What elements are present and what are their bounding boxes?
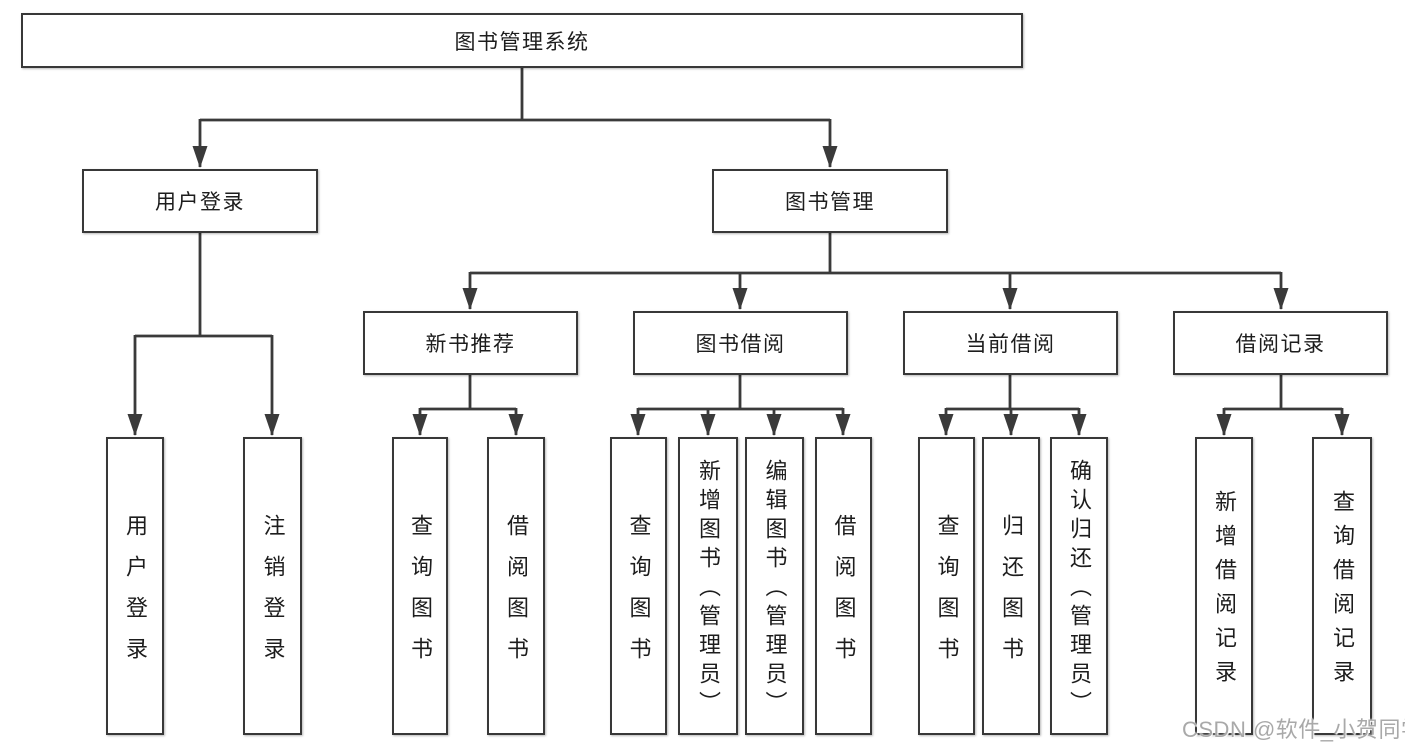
node-new-book-recommend: 新书推荐: [363, 311, 578, 375]
node-label: 用户登录: [155, 191, 245, 214]
connector-current-bus: [946, 375, 1079, 411]
node-user-login: 用户登录: [82, 169, 318, 233]
leaf-records-add-record: 新增借阅记录: [1195, 437, 1253, 735]
leaf-logout-login: 注销登录: [243, 437, 302, 735]
csdn-watermark: CSDN @软件_小贺同学: [1182, 717, 1405, 742]
node-label: 查询图书: [934, 513, 960, 678]
leaf-records-query-record: 查询借阅记录: [1312, 437, 1372, 735]
node-label: 借阅图书: [504, 513, 529, 678]
leaf-borrowing-borrow-books: 借阅图书: [815, 437, 872, 735]
leaf-current-confirm-return-admin: 确认归还（管理员）: [1050, 437, 1108, 735]
node-label: 查询图书: [626, 513, 652, 678]
leaf-borrowing-edit-books-admin: 编辑图书（管理员）: [745, 437, 804, 735]
node-borrowing-records: 借阅记录: [1173, 311, 1388, 375]
node-label: 查询图书: [408, 513, 433, 678]
node-label: 编辑图书（管理员）: [762, 459, 788, 720]
node-label: 新书推荐: [425, 333, 516, 356]
node-label: 注销登录: [260, 513, 286, 678]
node-root-system: 图书管理系统: [21, 13, 1023, 68]
node-label: 查询借阅记录: [1330, 490, 1355, 694]
node-current-borrowing: 当前借阅: [903, 311, 1118, 375]
leaf-newrec-query-books: 查询图书: [392, 437, 448, 735]
node-label: 图书管理系统: [454, 30, 590, 54]
connector-records-bus: [1224, 375, 1342, 411]
leaf-user-login: 用户登录: [106, 437, 164, 735]
node-label: 借阅记录: [1235, 333, 1326, 356]
leaf-borrowing-query-books: 查询图书: [610, 437, 667, 735]
node-label: 新增图书（管理员）: [696, 459, 721, 720]
connector-newbook-bus: [420, 375, 516, 411]
connector-root-bus: [200, 68, 830, 122]
leaf-borrowing-add-books-admin: 新增图书（管理员）: [678, 437, 738, 735]
node-label: 归还图书: [999, 513, 1024, 678]
node-label: 新增借阅记录: [1212, 490, 1237, 694]
connector-borrowing-bus: [638, 375, 843, 411]
node-label: 图书借阅: [695, 333, 786, 356]
node-label: 确认归还（管理员）: [1067, 459, 1092, 720]
node-label: 借阅图书: [831, 513, 857, 678]
connector-bookmgmt-bus: [470, 233, 1281, 275]
node-label: 当前借阅: [965, 333, 1056, 356]
connector-userlogin-bus: [135, 233, 272, 338]
leaf-current-return-books: 归还图书: [982, 437, 1040, 735]
node-label: 用户登录: [123, 513, 148, 678]
node-label: 图书管理: [785, 191, 875, 214]
leaf-newrec-borrow-books: 借阅图书: [487, 437, 545, 735]
leaf-current-query-books: 查询图书: [918, 437, 975, 735]
node-book-borrowing: 图书借阅: [633, 311, 848, 375]
node-book-management: 图书管理: [712, 169, 948, 233]
